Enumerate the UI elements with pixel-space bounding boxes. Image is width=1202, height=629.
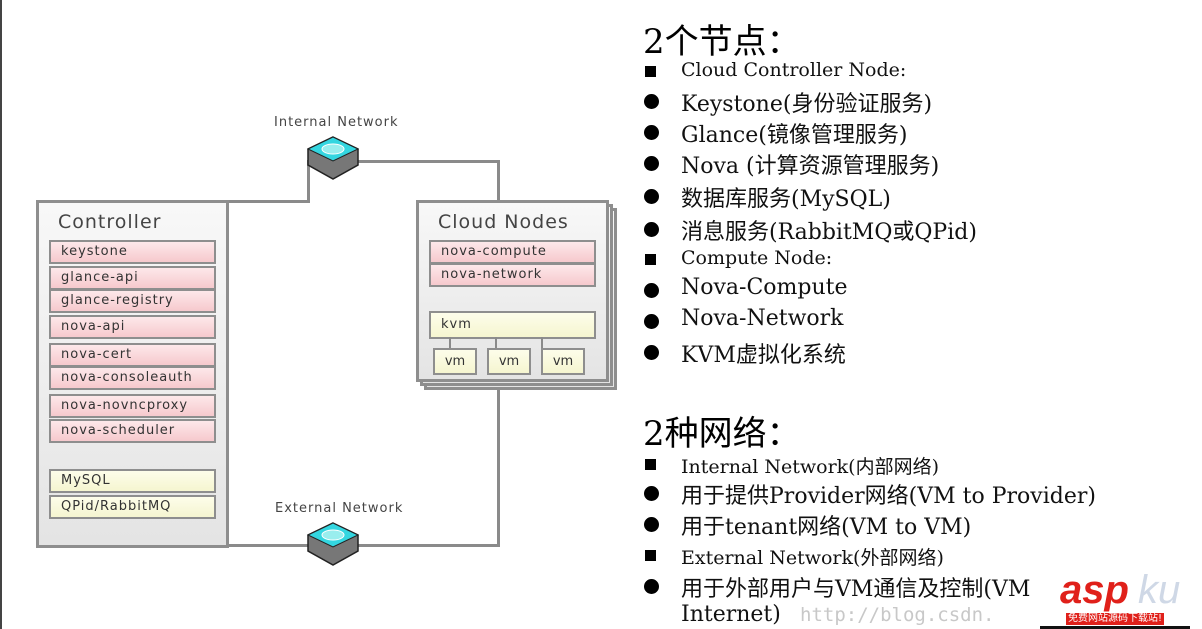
vm-3: vm xyxy=(541,348,585,375)
internal-network-label: Internal Network xyxy=(274,115,399,130)
controller-node: Controller keystone glance-api glance-re… xyxy=(36,200,229,548)
bullet-text: Internet) xyxy=(681,602,781,627)
cloud-nodes: Cloud Nodes nova-compute nova-network kv… xyxy=(416,200,609,382)
bullet-text: Compute Node: xyxy=(681,247,833,269)
service-nova-novncproxy: nova-novncproxy xyxy=(49,394,216,418)
bullet-text: 用于tenant网络(VM to VM) xyxy=(681,515,972,540)
service-nova-network: nova-network xyxy=(429,263,596,287)
bullet-dot-icon xyxy=(644,125,659,140)
bullet-text: Nova-Network xyxy=(681,306,844,331)
vm-link xyxy=(541,337,543,349)
bullet-dot-icon xyxy=(644,222,659,237)
bullet-dot-icon xyxy=(644,517,659,532)
bullet-dot-icon xyxy=(644,579,659,594)
link-line xyxy=(497,160,500,202)
service-nova-api: nova-api xyxy=(49,315,216,339)
vm-2: vm xyxy=(487,348,531,375)
link-line xyxy=(350,160,500,163)
bullet-square-icon xyxy=(645,459,656,470)
bullet-square-icon xyxy=(645,550,656,561)
bullet-text: 用于提供Provider网络(VM to Provider) xyxy=(681,484,1096,509)
bullet-dot-icon xyxy=(644,189,659,204)
bullet-text: Keystone(身份验证服务) xyxy=(681,92,933,117)
bullet-text: Glance(镜像管理服务) xyxy=(681,123,908,148)
infra-message-queue: QPid/RabbitMQ xyxy=(49,495,216,519)
networks-heading: 2种网络： xyxy=(643,414,801,454)
cloud-nodes-title: Cloud Nodes xyxy=(438,211,569,233)
service-nova-cert: nova-cert xyxy=(49,343,216,367)
slide-edge xyxy=(0,0,2,629)
watermark-blog: http://blog.csdn. xyxy=(800,604,995,626)
bullet-dot-icon xyxy=(644,345,659,360)
bullet-text: Cloud Controller Node: xyxy=(681,59,907,81)
bullet-dot-icon xyxy=(644,486,659,501)
bullet-text: Internal Network(内部网络) xyxy=(681,456,940,478)
infra-mysql: MySQL xyxy=(49,469,216,493)
bullet-dot-icon xyxy=(644,314,659,329)
nodes-heading: 2个节点： xyxy=(643,22,801,62)
hypervisor-kvm: kvm xyxy=(429,311,596,339)
link-line xyxy=(497,380,500,547)
bullet-square-icon xyxy=(645,66,656,77)
bullet-text: KVM虚拟化系统 xyxy=(681,343,846,368)
vm-link xyxy=(449,337,451,349)
service-glance-api: glance-api xyxy=(49,266,216,290)
service-nova-compute: nova-compute xyxy=(429,240,596,264)
service-nova-consoleauth: nova-consoleauth xyxy=(49,366,216,390)
watermark-brand-a: asp xyxy=(1060,568,1129,612)
external-network-label: External Network xyxy=(275,501,404,516)
bullet-text: Nova (计算资源管理服务) xyxy=(681,154,940,179)
bullet-dot-icon xyxy=(644,156,659,171)
service-keystone: keystone xyxy=(49,240,216,264)
controller-title: Controller xyxy=(58,211,162,233)
bullet-text: 用于外部用户与VM通信及控制(VM xyxy=(681,577,1031,602)
watermark-brand-b: ku xyxy=(1138,568,1181,612)
bullet-text: Nova-Compute xyxy=(681,275,848,300)
qr-code-image xyxy=(1040,626,1190,629)
link-line xyxy=(228,544,500,547)
internal-switch-icon xyxy=(306,136,360,180)
bullet-dot-icon xyxy=(644,283,659,298)
service-nova-scheduler: nova-scheduler xyxy=(49,419,216,443)
service-glance-registry: glance-registry xyxy=(49,289,216,313)
bullet-text: 数据库服务(MySQL) xyxy=(681,187,891,212)
vm-link xyxy=(495,337,497,349)
bullet-text: 消息服务(RabbitMQ或QPid) xyxy=(681,220,977,245)
watermark-tagline: 免费网站源码下载站! xyxy=(1066,613,1165,625)
external-switch-icon xyxy=(306,522,360,566)
link-line xyxy=(307,160,310,203)
bullet-text: External Network(外部网络) xyxy=(681,547,944,569)
bullet-square-icon xyxy=(645,254,656,265)
bullet-dot-icon xyxy=(644,94,659,109)
vm-1: vm xyxy=(433,348,477,375)
link-line xyxy=(228,200,310,203)
